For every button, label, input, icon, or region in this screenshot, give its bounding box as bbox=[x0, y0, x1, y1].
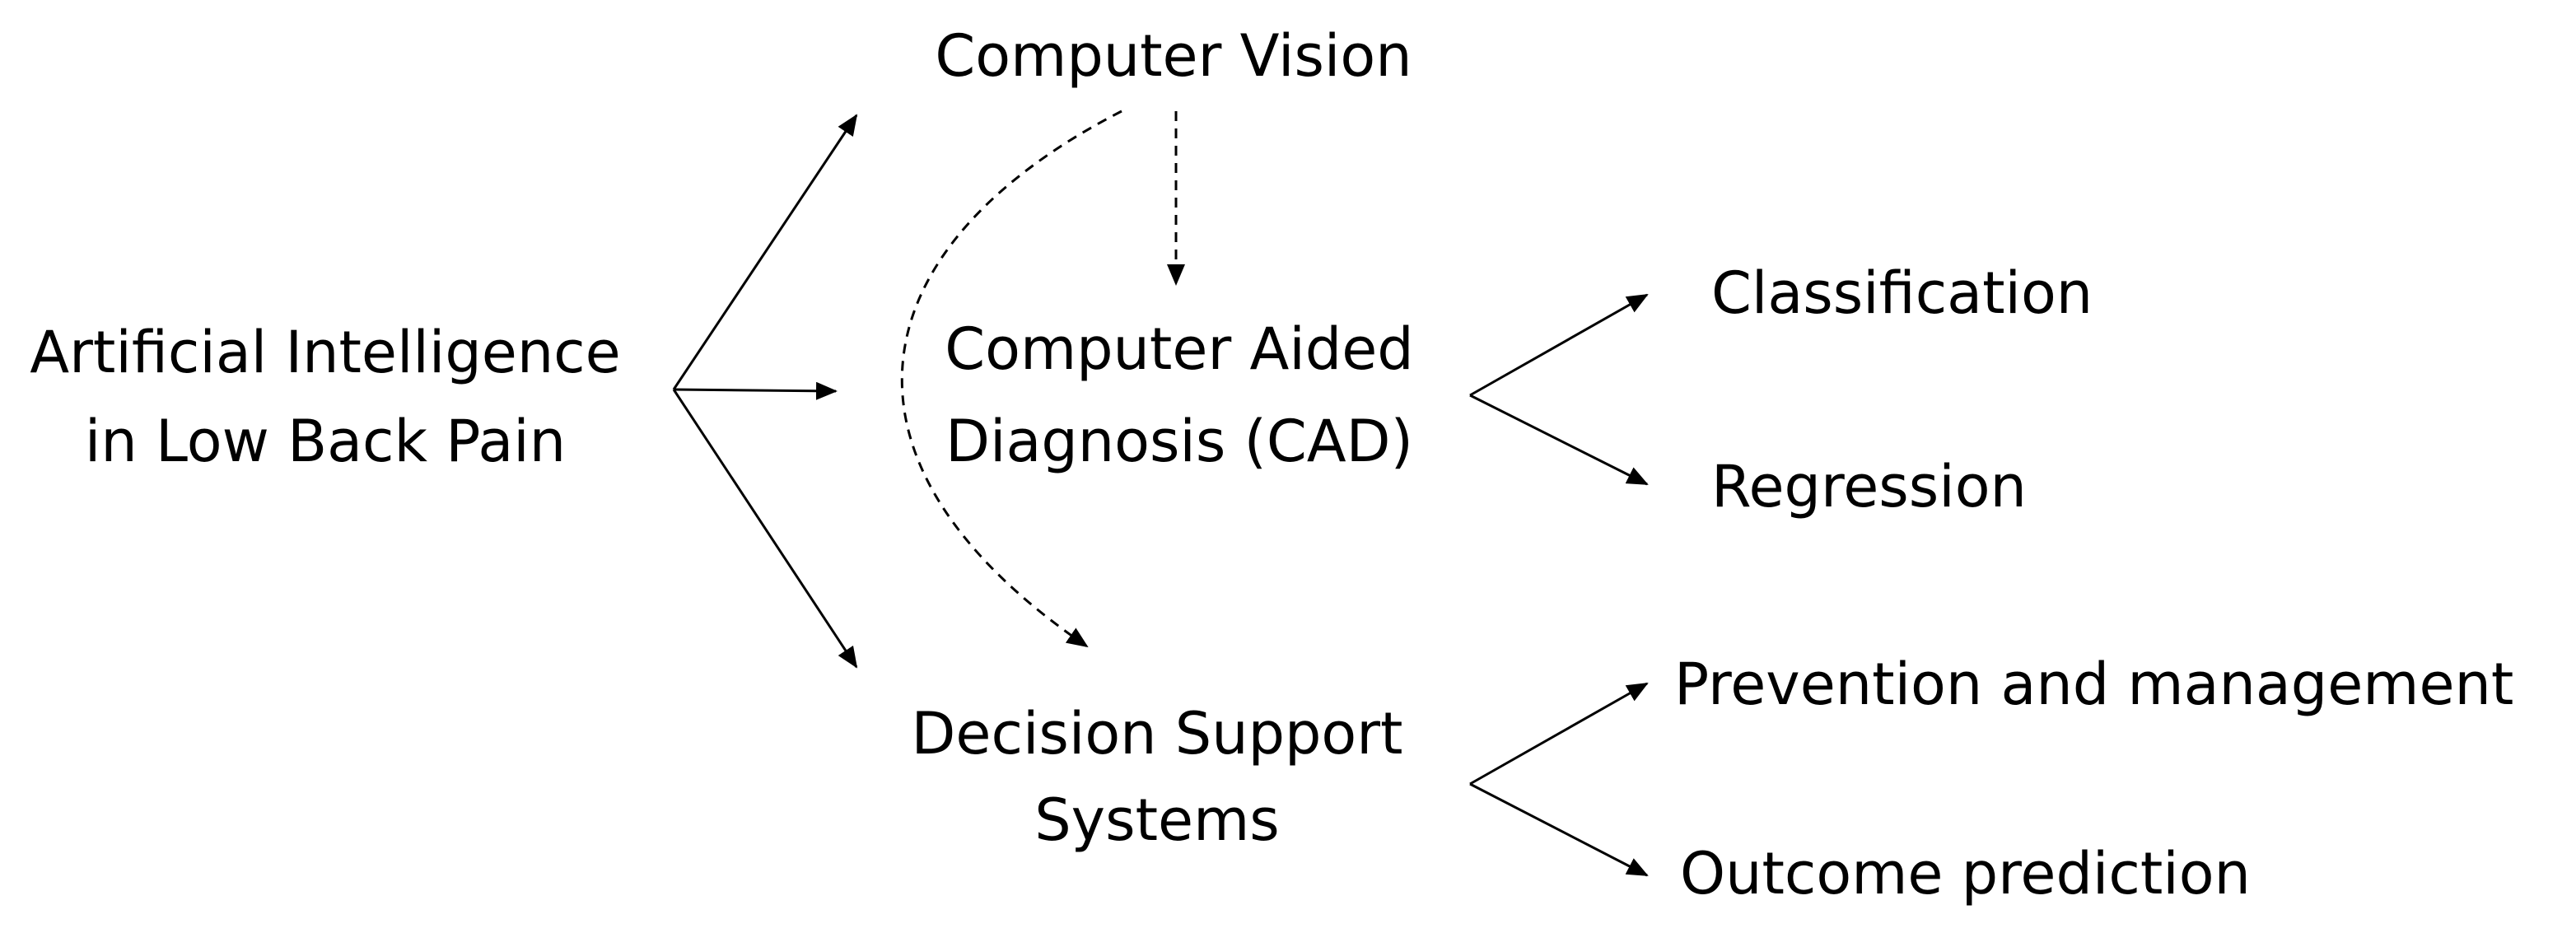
root-node-label-line1: Artificial Intelligence bbox=[30, 319, 620, 386]
edge-root-to-dss bbox=[672, 389, 858, 669]
prevention-node-label: Prevention and management bbox=[1674, 651, 2513, 718]
edge-root-to-computer-vision bbox=[672, 114, 858, 390]
edge-cad-to-regression bbox=[1469, 394, 1649, 486]
dss-node-label-line1: Decision Support bbox=[912, 700, 1403, 767]
root-node-label-line2: in Low Back Pain bbox=[85, 408, 566, 475]
outcome-node-label: Outcome prediction bbox=[1680, 840, 2251, 907]
regression-node-label: Regression bbox=[1711, 453, 2027, 520]
computer-vision-node-label: Computer Vision bbox=[935, 22, 1412, 90]
edge-root-to-cad bbox=[673, 381, 838, 400]
edge-dss-to-prevention bbox=[1469, 682, 1649, 786]
edge-dss-to-outcome bbox=[1469, 782, 1649, 877]
cad-node-label-line1: Computer Aided bbox=[945, 315, 1414, 383]
classification-node-label: Classification bbox=[1711, 259, 2093, 327]
edge-computer-vision-to-dss bbox=[900, 110, 1122, 648]
edge-cad-to-classification bbox=[1469, 293, 1649, 397]
cad-node-label-line2: Diagnosis (CAD) bbox=[945, 408, 1413, 475]
dss-node-label-line2: Systems bbox=[1034, 786, 1280, 854]
